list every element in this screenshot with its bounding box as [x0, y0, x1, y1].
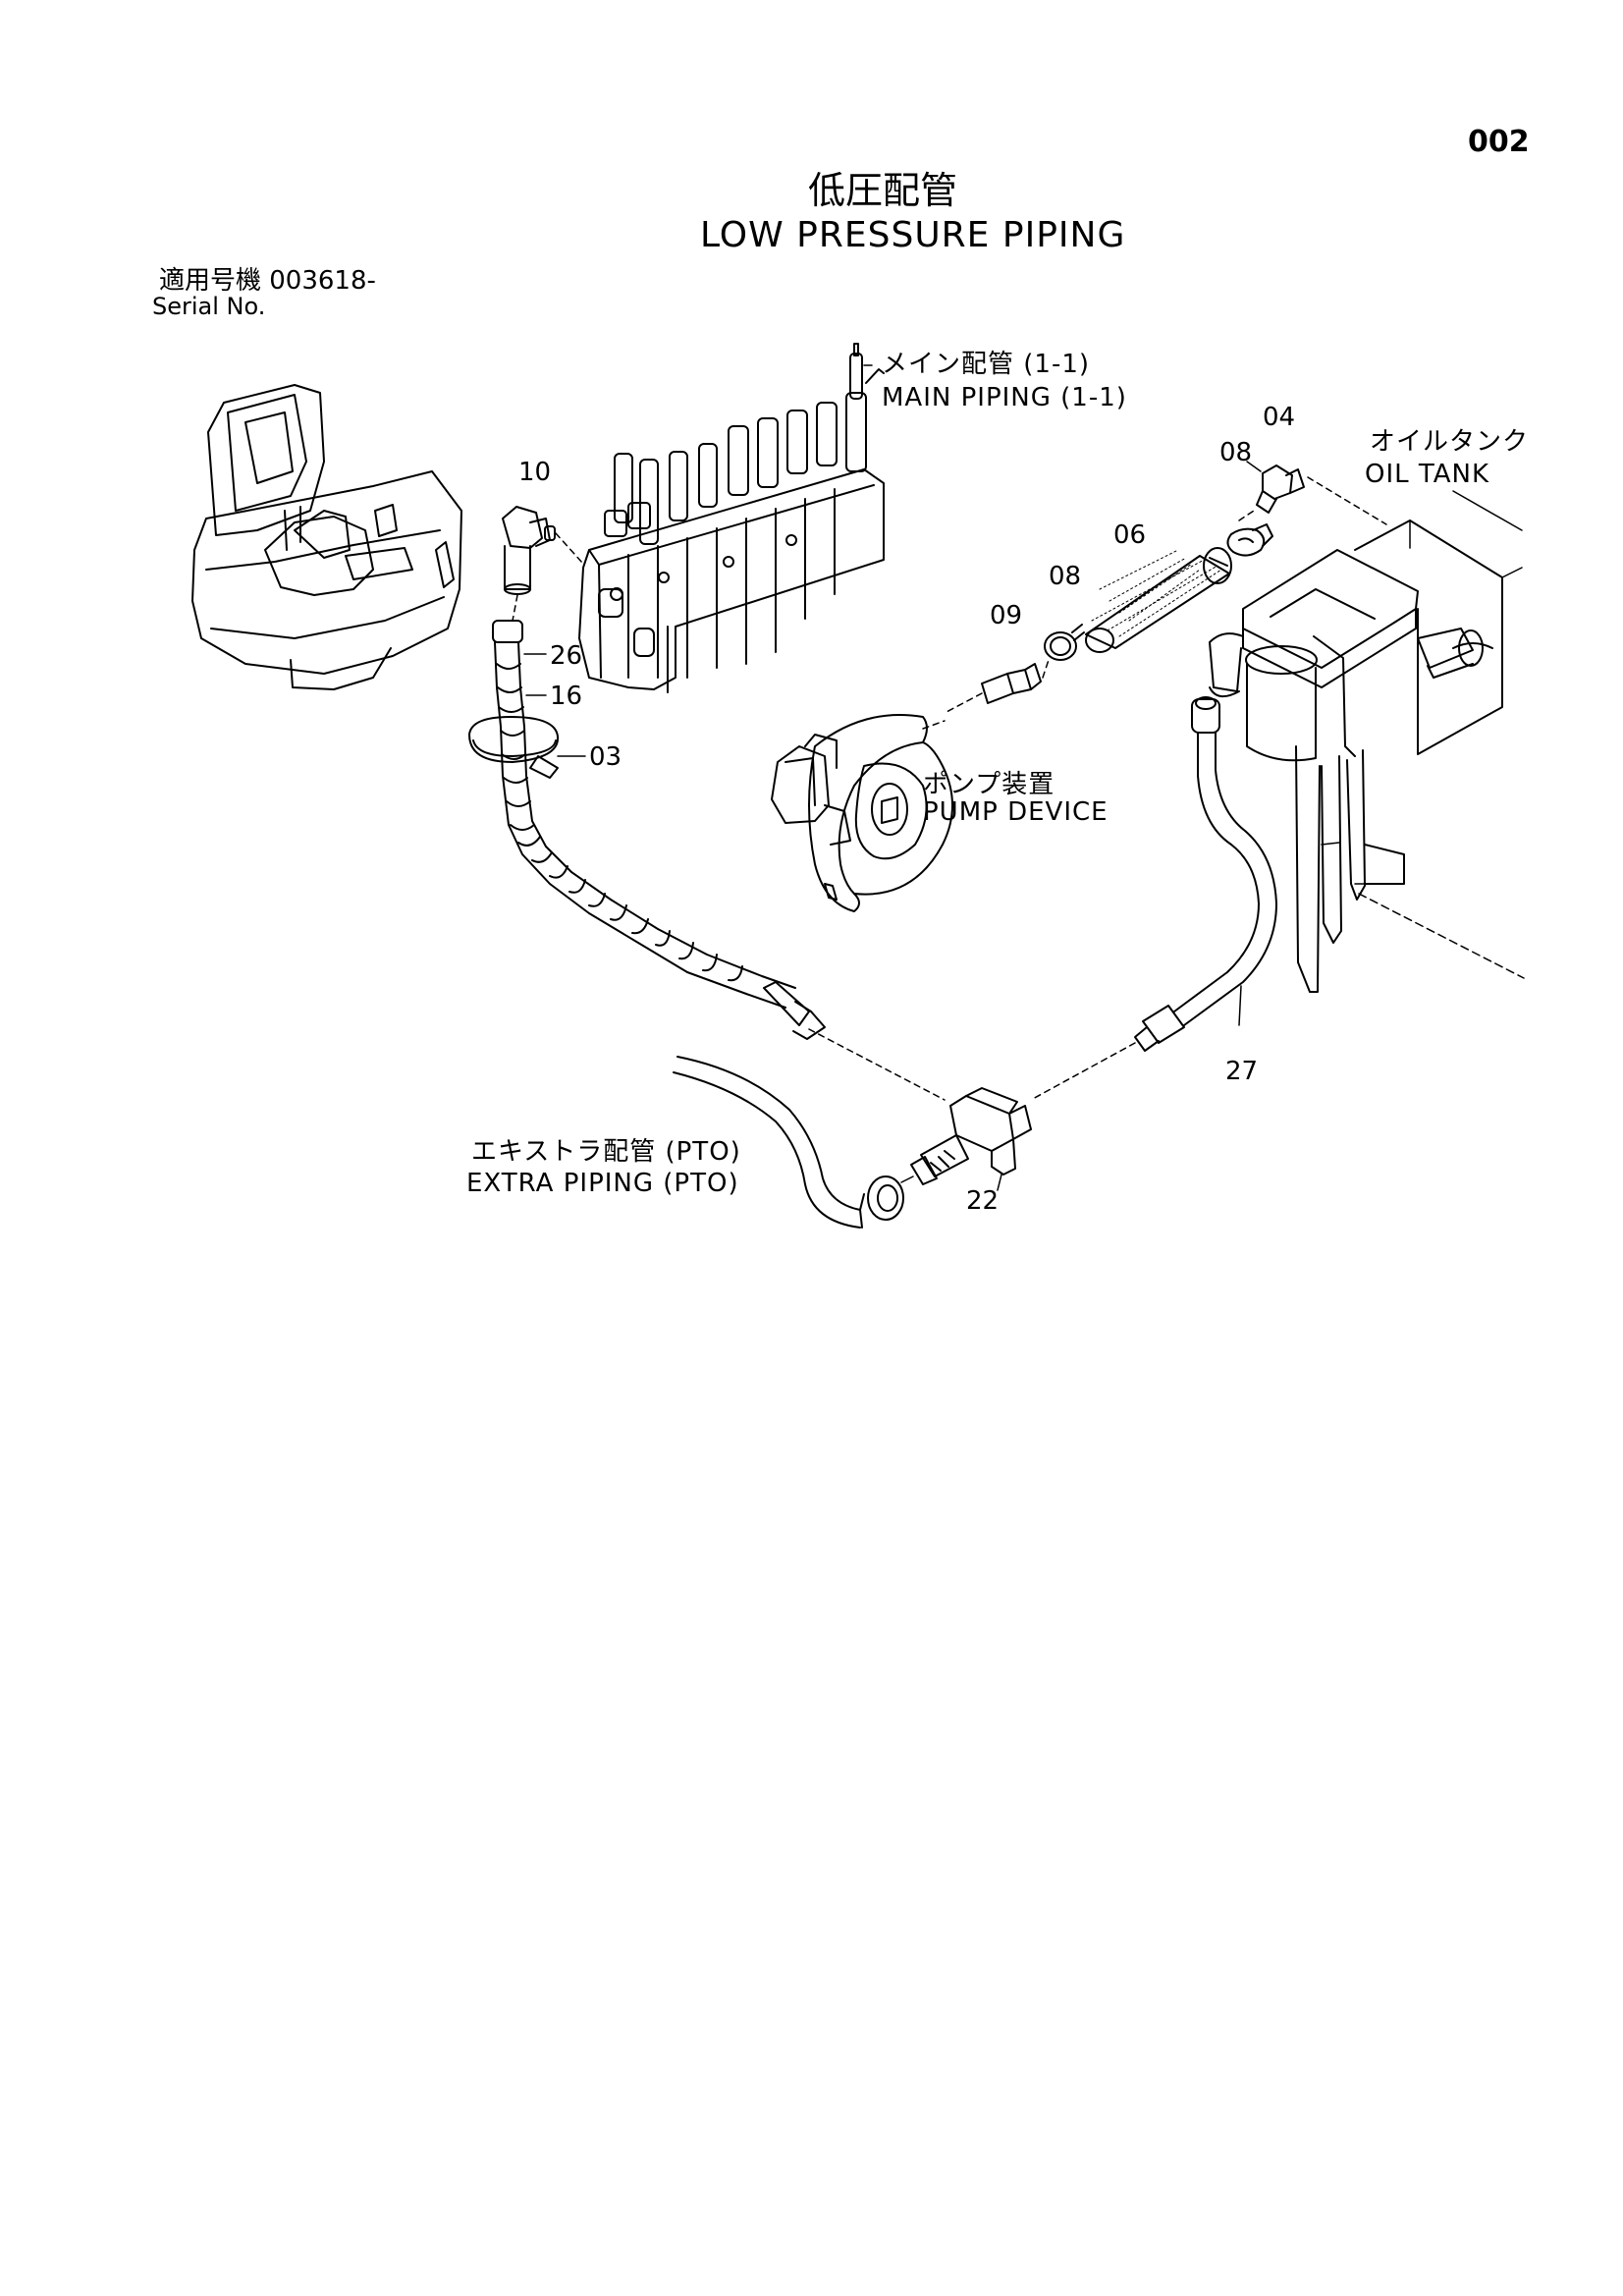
- main-piping-label-japanese: メイン配管 (1-1): [882, 350, 1091, 379]
- callout-26: 26: [550, 641, 583, 671]
- oil-tank-label-japanese: オイルタンク: [1370, 427, 1530, 457]
- main-piping-label-english: MAIN PIPING (1-1): [882, 383, 1127, 412]
- extra-piping-label-english: EXTRA PIPING (PTO): [466, 1169, 739, 1198]
- control-valve-drawing: [578, 343, 885, 693]
- serial-number-english: Serial No.: [152, 293, 266, 320]
- callout-16: 16: [550, 682, 583, 711]
- pump-device-label-japanese: ポンプ装置: [923, 770, 1055, 799]
- page-number: 002: [1468, 125, 1530, 159]
- suction-fittings-drawing: [944, 461, 1387, 714]
- extra-piping-drawing: [673, 1056, 914, 1229]
- pump-device-drawing: [771, 714, 953, 912]
- page-title-english: LOW PRESSURE PIPING: [700, 215, 1126, 255]
- oil-tank-drawing: [1209, 490, 1525, 993]
- callout-08-middle: 08: [1049, 562, 1082, 591]
- callout-09: 09: [990, 601, 1023, 630]
- tee-fitting-22-drawing: [910, 1087, 1032, 1191]
- oil-tank-label-english: OIL TANK: [1365, 460, 1490, 489]
- callout-04: 04: [1263, 403, 1296, 432]
- callout-03: 03: [589, 742, 622, 772]
- callout-06: 06: [1113, 520, 1147, 550]
- elbow-fitting-10-drawing: [502, 506, 584, 622]
- hose-27-drawing: [1030, 696, 1277, 1101]
- page-title-japanese: 低圧配管: [808, 169, 958, 212]
- callout-leaders-left: [523, 653, 586, 757]
- callout-27: 27: [1225, 1057, 1259, 1086]
- operator-seat-drawing: [191, 384, 462, 690]
- serial-number-japanese: 適用号機 003618-: [159, 266, 376, 296]
- callout-22: 22: [966, 1186, 1000, 1216]
- callout-10: 10: [518, 458, 552, 487]
- hose-26-drawing: [468, 620, 946, 1101]
- pump-device-label-english: PUMP DEVICE: [923, 797, 1109, 827]
- extra-piping-label-japanese: エキストラ配管 (PTO): [471, 1137, 741, 1167]
- callout-08-upper: 08: [1219, 438, 1253, 467]
